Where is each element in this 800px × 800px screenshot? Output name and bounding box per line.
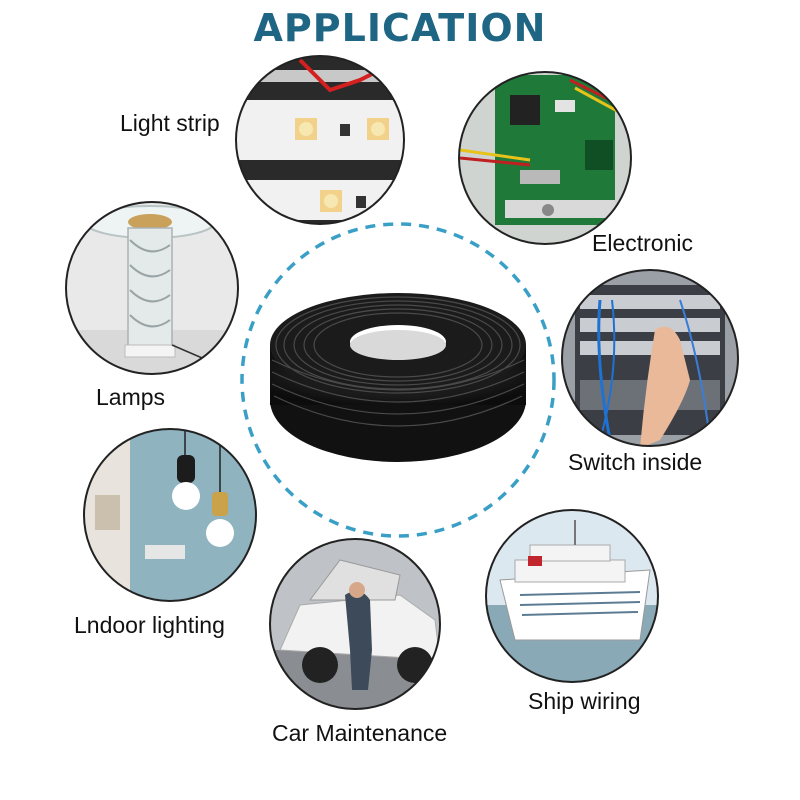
label-ship-wiring: Ship wiring [528, 688, 641, 714]
label-light-strip: Light strip [120, 110, 220, 136]
label-electronic: Electronic [592, 230, 693, 256]
car-maintenance-image [269, 538, 441, 710]
switch-rack-image [561, 269, 739, 447]
label-car-maintenance: Car Maintenance [272, 720, 448, 746]
ship-image [485, 509, 659, 683]
light-strip-image [235, 55, 405, 225]
indoor-lighting-image [83, 428, 257, 602]
label-switch-inside: Switch inside [568, 449, 703, 475]
lamp-image [65, 201, 239, 375]
page-title: APPLICATION [253, 6, 547, 50]
cable-coil-center [240, 222, 556, 538]
label-lamps: Lamps [96, 384, 166, 410]
electronic-board-image [458, 71, 632, 245]
label-indoor-lighting: Lndoor lighting [74, 612, 225, 638]
dashed-ring [240, 222, 556, 538]
